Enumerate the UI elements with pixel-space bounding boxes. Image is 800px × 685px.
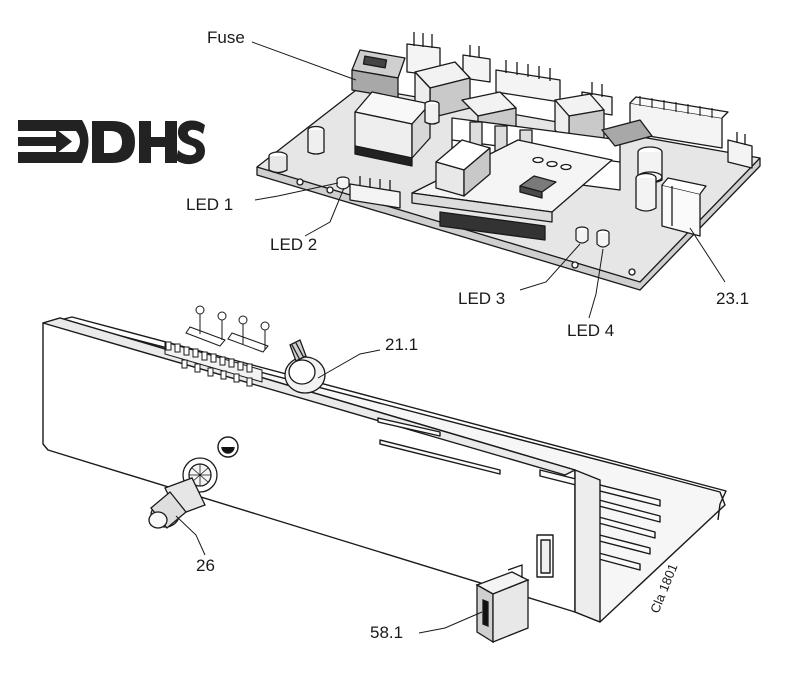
led-4-component — [596, 229, 610, 248]
leader-23-1 — [689, 227, 726, 283]
fuse-holder — [351, 49, 406, 99]
led-4-label: LED 4 — [567, 321, 615, 340]
led-3-label: LED 3 — [458, 289, 506, 308]
fuse-label: Fuse — [207, 28, 245, 47]
leader-21-1 — [317, 349, 381, 379]
dhs-logo — [18, 120, 205, 165]
led-3-component — [575, 226, 589, 244]
leader-58-1 — [418, 611, 483, 634]
part-26-label: 26 — [196, 556, 215, 575]
led-1-label: LED 1 — [186, 195, 234, 214]
leader-lines — [175, 41, 726, 634]
part-23-1-label: 23.1 — [716, 289, 750, 308]
leader-fuse — [251, 41, 357, 81]
front-panel-chassis — [42, 316, 727, 623]
led-1-component — [336, 176, 350, 190]
leader-led-2 — [304, 187, 345, 237]
leader-led-4 — [588, 248, 604, 319]
leader-26 — [175, 515, 206, 556]
potentiometer-21-1 — [284, 339, 326, 394]
led-2-label: LED 2 — [270, 235, 318, 254]
part-21-1-label: 21.1 — [385, 335, 419, 354]
pin-headers — [164, 305, 270, 387]
leader-led-3 — [519, 243, 581, 291]
rocker-switch-58-1 — [475, 564, 530, 644]
leader-led-1 — [254, 182, 339, 201]
circuit-board — [256, 32, 761, 291]
part-58-1-label: 58.1 — [370, 623, 404, 642]
knob-26 — [148, 457, 218, 529]
